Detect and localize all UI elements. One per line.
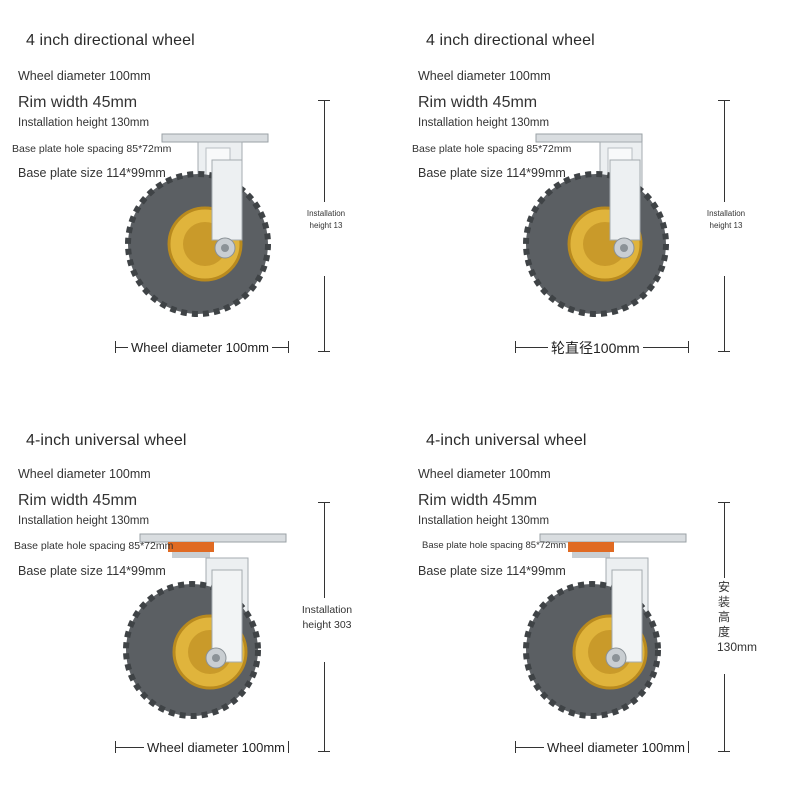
height-dimension-label: 安装高度130mm <box>717 580 758 654</box>
product-panel-universal-1: 4-inch universal wheel Wheel diameter 10… <box>0 400 400 800</box>
spec-wheel-diameter: Wheel diameter 100mm <box>18 467 151 481</box>
product-panel-universal-2: 4-inch universal wheel Wheel diameter 10… <box>400 400 800 800</box>
spec-installation-height: Installation height 130mm <box>18 515 150 527</box>
height-dimension-line <box>318 502 330 752</box>
spec-wheel-diameter: Wheel diameter 100mm <box>418 69 551 83</box>
height-dimension-label: Installation height 13 <box>706 209 746 230</box>
spec-rim-width: Rim width 45mm <box>18 94 138 111</box>
spec-plate-size: Base plate size 114*99mm <box>18 564 166 578</box>
product-title: 4 inch directional wheel <box>26 32 195 49</box>
directional-wheel-image <box>523 133 669 317</box>
swivel-bearing <box>568 542 614 552</box>
spec-hole-spacing: Base plate hole spacing 85*72mm <box>14 540 174 552</box>
diameter-dimension-label: Wheel diameter 100mm <box>128 340 272 355</box>
base-plate <box>161 133 269 143</box>
height-dimension-line <box>318 100 330 352</box>
spec-rim-width: Rim width 45mm <box>418 94 538 111</box>
swivel-bearing <box>168 542 214 552</box>
height-dimension-line <box>718 100 730 352</box>
spec-wheel-diameter: Wheel diameter 100mm <box>18 69 151 83</box>
spec-installation-height: Installation height 130mm <box>418 515 550 527</box>
base-plate <box>535 133 643 143</box>
directional-wheel-image <box>125 133 271 317</box>
universal-wheel-image <box>123 533 287 719</box>
height-dimension-line <box>718 502 730 752</box>
spec-hole-spacing: Base plate hole spacing 85*72mm <box>12 143 172 155</box>
diameter-dimension-label: 轮直径100mm <box>548 338 643 358</box>
spec-plate-size: Base plate size 114*99mm <box>418 166 566 180</box>
product-panel-directional-1: 4 inch directional wheel Wheel diameter … <box>0 0 400 400</box>
product-title: 4-inch universal wheel <box>26 432 187 449</box>
product-title: 4-inch universal wheel <box>426 432 587 449</box>
universal-wheel-image <box>523 533 687 719</box>
diameter-dimension-label: Wheel diameter 100mm <box>544 740 688 755</box>
spec-rim-width: Rim width 45mm <box>18 492 138 509</box>
spec-installation-height: Installation height 130mm <box>18 117 150 129</box>
diameter-dimension-label: Wheel diameter 100mm <box>144 740 288 755</box>
spec-hole-spacing: Base plate hole spacing 85*72mm <box>422 540 567 551</box>
spec-plate-size: Base plate size 114*99mm <box>18 166 166 180</box>
spec-plate-size: Base plate size 114*99mm <box>418 564 566 578</box>
height-dimension-label: Installation height 303 <box>301 604 353 631</box>
product-panel-directional-2: 4 inch directional wheel Wheel diameter … <box>400 0 800 400</box>
spec-rim-width: Rim width 45mm <box>418 492 538 509</box>
product-title: 4 inch directional wheel <box>426 32 595 49</box>
height-dimension-label: Installation height 13 <box>306 209 346 230</box>
spec-hole-spacing: Base plate hole spacing 85*72mm <box>412 143 572 155</box>
spec-installation-height: Installation height 130mm <box>418 117 550 129</box>
spec-wheel-diameter: Wheel diameter 100mm <box>418 467 551 481</box>
